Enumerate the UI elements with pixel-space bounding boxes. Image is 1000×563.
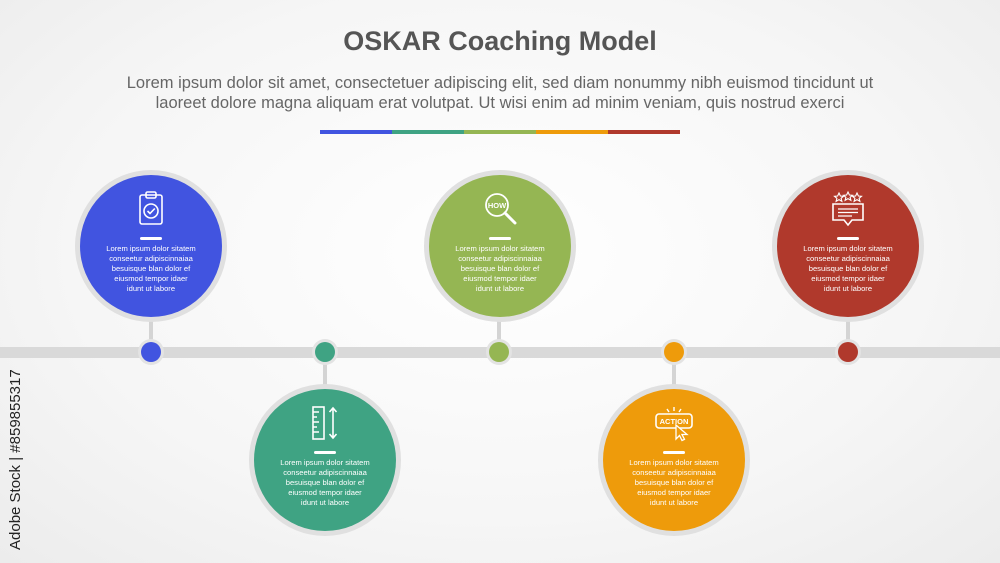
star-review-icon (828, 189, 868, 229)
timeline-node-3 (486, 339, 512, 365)
divider-segment-red (608, 130, 680, 134)
step-divider (489, 237, 511, 240)
connector-4 (672, 362, 676, 387)
step-description: Lorem ipsum dolor sitatem conseetur adip… (629, 458, 719, 507)
page-title: OSKAR Coaching Model (343, 26, 657, 56)
how-magnifier-icon: HOW (480, 189, 520, 229)
divider-segment-blue (320, 130, 392, 134)
action-click-icon: ACTION (654, 403, 694, 443)
stock-watermark: Adobe Stock | #859855317 (7, 369, 24, 550)
step-description: Lorem ipsum dolor sitatem conseetur adip… (106, 244, 196, 293)
step-divider (837, 237, 859, 240)
step-divider (314, 451, 336, 454)
step-card-3: HOW Lorem ipsum dolor sitatem conseetur … (424, 170, 576, 322)
ruler-scale-icon (305, 403, 345, 443)
step-card-1: Lorem ipsum dolor sitatem conseetur adip… (75, 170, 227, 322)
color-divider (320, 130, 680, 134)
step-divider (140, 237, 162, 240)
svg-text:HOW: HOW (488, 201, 507, 210)
timeline-node-5 (835, 339, 861, 365)
subtitle-line-2: laoreet dolore magna aliquam erat volutp… (155, 94, 845, 112)
step-description: Lorem ipsum dolor sitatem conseetur adip… (803, 244, 893, 293)
step-description: Lorem ipsum dolor sitatem conseetur adip… (455, 244, 545, 293)
timeline-node-4 (661, 339, 687, 365)
timeline-node-1 (138, 339, 164, 365)
divider-segment-olive (464, 130, 536, 134)
step-card-4: ACTION Lorem ipsum dolor sitatem conseet… (598, 384, 750, 536)
step-divider (663, 451, 685, 454)
step-card-2: Lorem ipsum dolor sitatem conseetur adip… (249, 384, 401, 536)
divider-segment-green (392, 130, 464, 134)
connector-3 (497, 318, 501, 344)
subtitle-line-1: Lorem ipsum dolor sit amet, consectetuer… (126, 74, 874, 92)
connector-1 (149, 318, 153, 344)
clipboard-check-icon (131, 189, 171, 229)
connector-5 (846, 318, 850, 344)
page-subtitle: Lorem ipsum dolor sit amet, consectetuer… (60, 73, 940, 113)
timeline-node-2 (312, 339, 338, 365)
step-description: Lorem ipsum dolor sitatem conseetur adip… (280, 458, 370, 507)
step-card-5: Lorem ipsum dolor sitatem conseetur adip… (772, 170, 924, 322)
connector-2 (323, 362, 327, 387)
svg-text:ACTION: ACTION (660, 417, 689, 426)
divider-segment-orange (536, 130, 608, 134)
